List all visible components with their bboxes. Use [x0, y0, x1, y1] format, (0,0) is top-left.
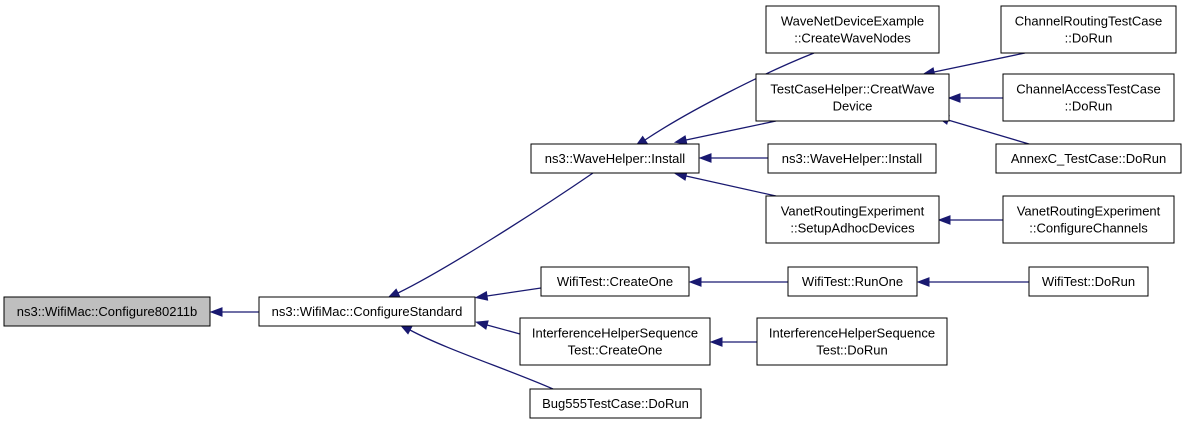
node-waveNetDevice[interactable]: WaveNetDeviceExample::CreateWaveNodes — [765, 5, 940, 54]
node-box — [530, 143, 700, 174]
edges-layer — [209, 52, 1030, 390]
node-box — [995, 143, 1182, 174]
edge-line — [685, 120, 777, 141]
arrowhead — [673, 135, 688, 145]
edge-line — [486, 287, 542, 297]
node-label-line: ChannelAccessTestCase — [1016, 81, 1161, 96]
nodes-layer: ns3::WifiMac::Configure80211b ns3::WifiMa… — [3, 5, 1182, 419]
node-label-line: ns3::WifiMac::ConfigureStandard — [272, 304, 463, 319]
node-label-line: Test::CreateOne — [568, 342, 663, 357]
node-label-line: WifiTest::RunOne — [802, 274, 903, 289]
edge-configureStandard-to-configure80211b — [209, 307, 259, 317]
node-label-line: WaveNetDeviceExample — [781, 13, 924, 28]
edge-line — [409, 329, 554, 390]
edge-channelRouting-to-testCaseHelper — [921, 52, 1026, 77]
node-bug555[interactable]: Bug555TestCase::DoRun — [529, 388, 702, 419]
arrowhead — [688, 277, 702, 287]
node-waveHelperInstall[interactable]: ns3::WaveHelper::Install — [530, 143, 700, 174]
node-label-line: VanetRoutingExperiment — [781, 203, 925, 218]
arrowhead — [947, 93, 961, 103]
edge-wifiTestRunOne-to-wifiTestCreateOne — [688, 277, 788, 287]
node-label-line: ns3::WaveHelper::Install — [782, 151, 923, 166]
node-configure80211b[interactable]: ns3::WifiMac::Configure80211b — [3, 296, 211, 327]
node-label-line: WifiTest::CreateOne — [557, 274, 673, 289]
arrowhead — [709, 337, 723, 347]
edge-testCaseHelper-to-waveHelperInstall — [673, 120, 777, 145]
node-wifiTestDoRun[interactable]: WifiTest::DoRun — [1028, 266, 1149, 297]
arrowhead — [698, 153, 712, 163]
edge-line — [685, 175, 777, 197]
edge-vanetSetup-to-waveHelperInstall — [673, 171, 777, 197]
node-box — [258, 296, 476, 327]
node-box — [755, 73, 950, 122]
edge-waveHelperInstall2-to-waveHelperInstall — [698, 153, 768, 163]
edge-vanetConfigure-to-vanetSetup — [937, 215, 1003, 225]
node-label-line: ns3::WifiMac::Configure80211b — [17, 304, 197, 319]
edge-wifiTestCreateOne-to-configureStandard — [474, 287, 542, 301]
node-label-line: Test::DoRun — [816, 342, 888, 357]
node-box — [519, 317, 711, 366]
node-label-line: InterferenceHelperSequence — [532, 325, 698, 340]
node-annexC[interactable]: AnnexC_TestCase::DoRun — [995, 143, 1182, 174]
node-label-line: AnnexC_TestCase::DoRun — [1011, 151, 1166, 166]
node-box — [529, 388, 702, 419]
edge-wifiTestDoRun-to-wifiTestRunOne — [916, 277, 1029, 287]
edge-line — [397, 172, 594, 294]
node-box — [765, 5, 940, 54]
node-box — [1002, 195, 1175, 244]
edge-line — [644, 52, 815, 141]
node-vanetSetup[interactable]: VanetRoutingExperiment::SetupAdhocDevice… — [765, 195, 940, 244]
node-box — [1000, 5, 1177, 54]
node-box — [540, 266, 690, 297]
edge-line — [933, 52, 1026, 73]
node-label-line: ChannelRoutingTestCase — [1015, 13, 1162, 28]
node-box — [756, 317, 948, 366]
node-wifiTestRunOne[interactable]: WifiTest::RunOne — [787, 266, 918, 297]
node-waveHelperInstall2[interactable]: ns3::WaveHelper::Install — [767, 143, 937, 174]
edge-line — [486, 324, 521, 335]
arrowhead — [209, 307, 223, 317]
node-label-line: ::SetupAdhocDevices — [790, 220, 915, 235]
node-label-line: ::CreateWaveNodes — [794, 30, 911, 45]
node-box — [765, 195, 940, 244]
arrowhead — [474, 291, 489, 301]
node-label-line: ::DoRun — [1065, 30, 1113, 45]
node-box — [787, 266, 918, 297]
arrowhead — [937, 215, 951, 225]
edge-interferenceCreateOne-to-configureStandard — [475, 320, 521, 335]
node-label-line: Device — [833, 98, 873, 113]
node-label-line: ::ConfigureChannels — [1029, 220, 1148, 235]
node-configureStandard[interactable]: ns3::WifiMac::ConfigureStandard — [258, 296, 476, 327]
edge-channelAccess-to-testCaseHelper — [947, 93, 1003, 103]
edge-line — [947, 119, 1030, 145]
node-channelRouting[interactable]: ChannelRoutingTestCase::DoRun — [1000, 5, 1177, 54]
node-channelAccess[interactable]: ChannelAccessTestCase::DoRun — [1002, 73, 1175, 122]
node-label-line: InterferenceHelperSequence — [769, 325, 935, 340]
node-label-line: VanetRoutingExperiment — [1017, 203, 1161, 218]
node-label-line: TestCaseHelper::CreatWave — [770, 81, 934, 96]
node-interferenceCreateOne[interactable]: InterferenceHelperSequenceTest::CreateOn… — [519, 317, 711, 366]
node-label-line: ::DoRun — [1065, 98, 1113, 113]
node-wifiTestCreateOne[interactable]: WifiTest::CreateOne — [540, 266, 690, 297]
node-box — [3, 296, 211, 327]
node-label-line: Bug555TestCase::DoRun — [542, 396, 689, 411]
node-box — [1028, 266, 1149, 297]
arrowhead — [916, 277, 930, 287]
node-vanetConfigure[interactable]: VanetRoutingExperiment::ConfigureChannel… — [1002, 195, 1175, 244]
node-box — [767, 143, 937, 174]
node-label-line: WifiTest::DoRun — [1042, 274, 1135, 289]
arrowhead — [475, 320, 489, 330]
node-label-line: ns3::WaveHelper::Install — [545, 151, 686, 166]
node-box — [1002, 73, 1175, 122]
edge-interferenceDoRun-to-interferenceCreateOne — [709, 337, 757, 347]
